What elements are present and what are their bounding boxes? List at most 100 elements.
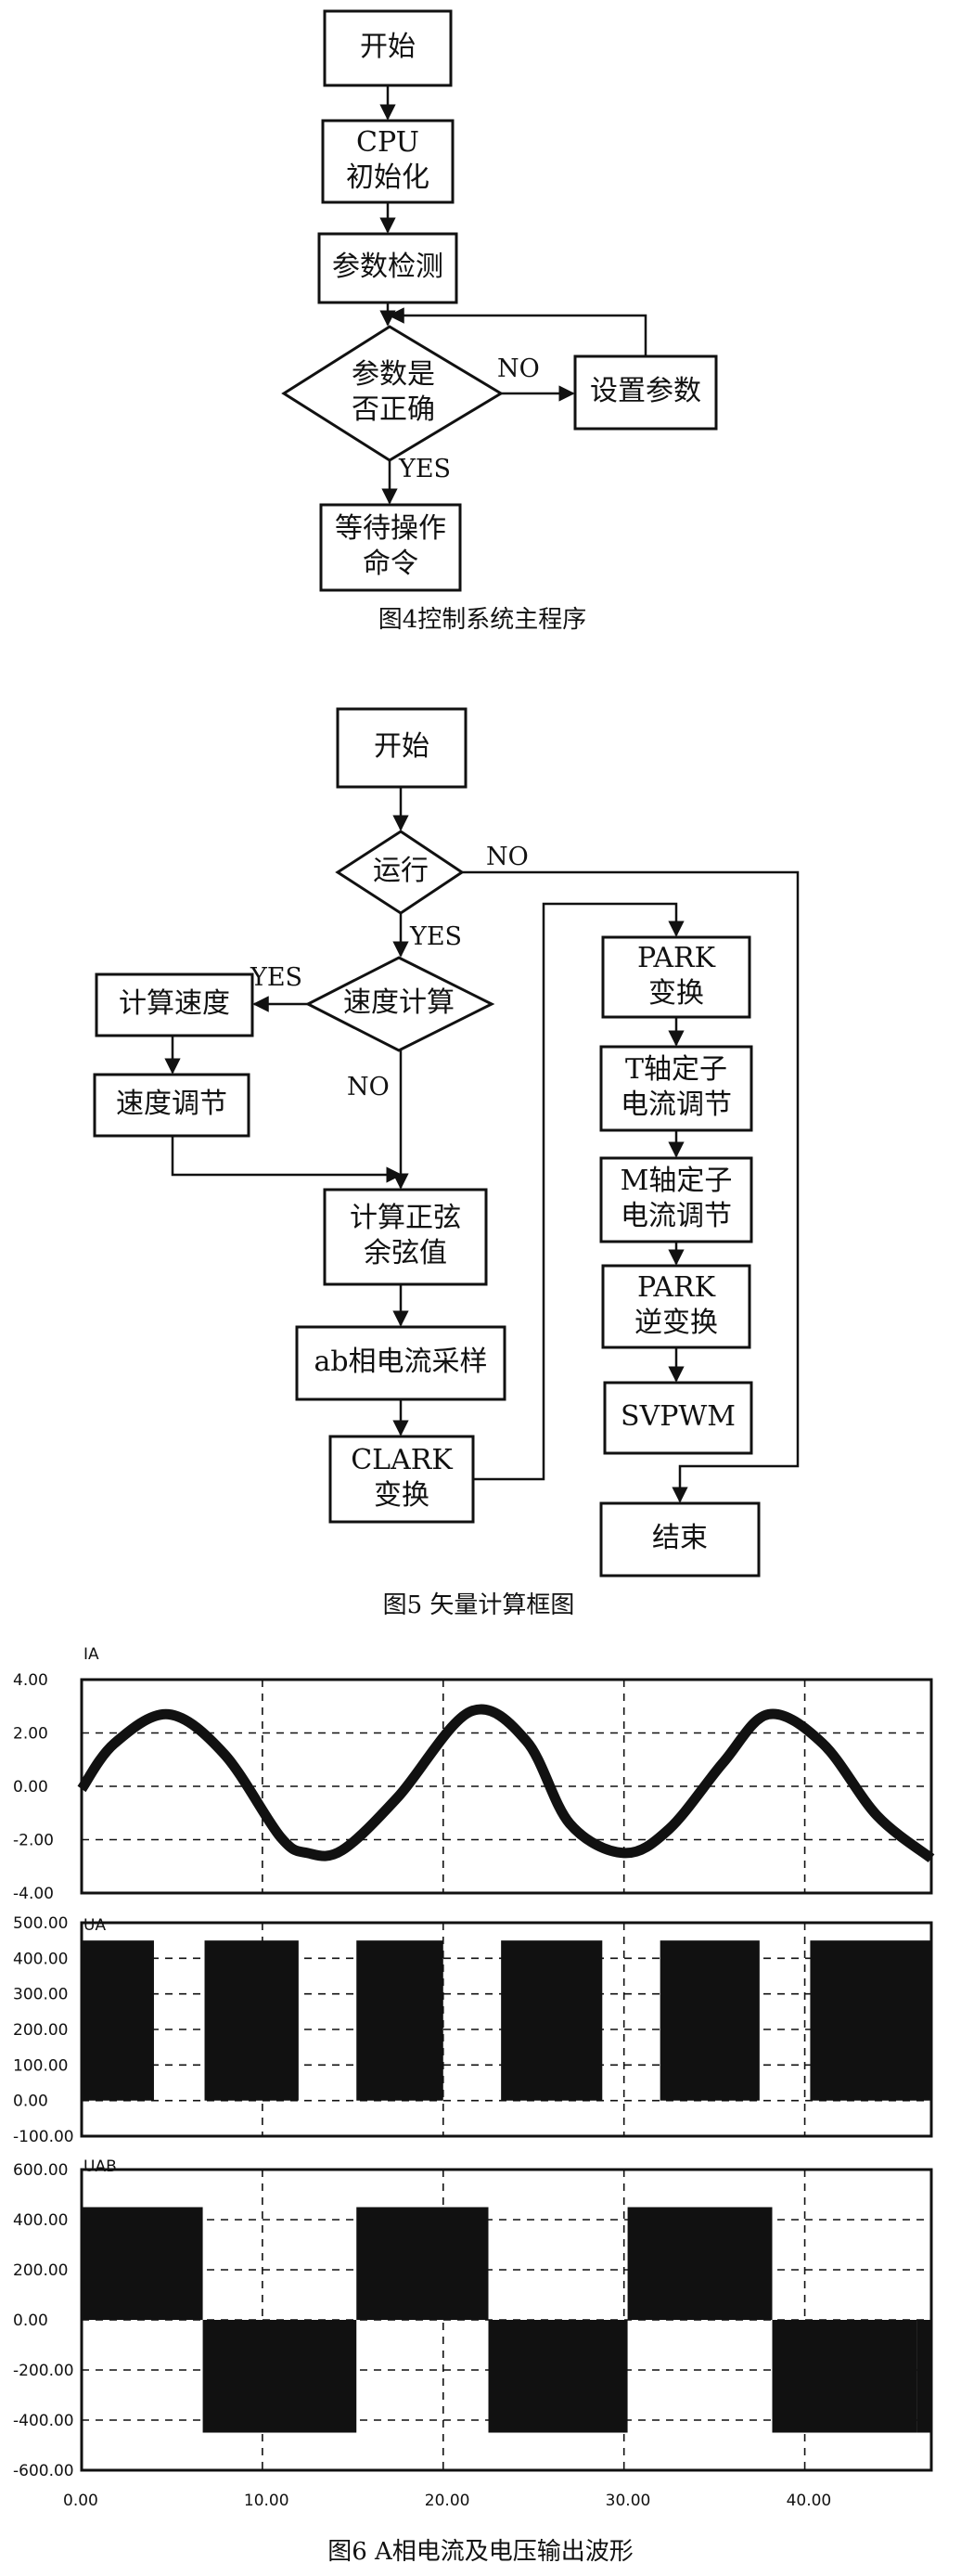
fig5-speed-yes-label: YES [250,963,302,992]
ia-current-wave [77,1704,935,1863]
fig5-sampling-box: ab相电流采样 [295,1325,506,1401]
fig5-calc-speed-label: 计算速度 [119,987,230,1020]
y-tick-label: 200.00 [13,2021,68,2040]
fig5-speed-reg-box: 速度调节 [93,1073,250,1138]
fig5-end-label: 结束 [652,1522,708,1554]
fig5-speed-calc-label: 速度计算 [343,986,455,1019]
fig5-sincos-box: 计算正弦余弦值 [323,1188,488,1286]
fig5-speed-no-label: NO [347,1073,390,1101]
fig5-flowchart: 开始 运行 速度计算 计算速度 速度调节 计算正弦余弦值 ab相电流采样 CL [93,707,800,1619]
x-tick-label: 0.00 [63,2492,98,2510]
y-tick-label: -200.00 [13,2362,74,2380]
panel-title: UAB [83,2157,117,2176]
fig5-edge-run-no-end [462,870,800,1503]
fig5-edge-speedreg-join [171,1136,403,1183]
fig5-t-axis-box: T轴定子电流调节 [599,1045,753,1132]
fig4-wait-cmd-label: 等待操作命令 [335,512,446,580]
y-tick-label: -600.00 [13,2462,74,2480]
y-tick-label: 0.00 [13,2093,48,2111]
fig5-start-label: 开始 [374,730,429,763]
x-tick-label: 20.00 [425,2492,470,2510]
fig4-param-check-diamond: 参数是否正确 [281,325,504,462]
voltage-pulse-block [82,2207,203,2320]
fig5-svpwm-box: SVPWM [603,1381,753,1455]
fig4-param-detect-label: 参数检测 [332,251,443,283]
fig4-set-param-label: 设置参数 [590,375,701,407]
fig4-start-box: 开始 [323,9,453,87]
y-tick-label: 400.00 [13,1950,68,1968]
fig5-sincos-label: 计算正弦余弦值 [350,1202,461,1269]
voltage-pulse-block [356,2207,489,2320]
voltage-pulse-block [356,1940,443,2101]
voltage-pulse-block [501,1940,603,2101]
fig4-param-check-label: 参数是否正确 [352,358,435,426]
voltage-pulse-block [488,2320,628,2433]
fig5-speed-reg-label: 速度调节 [116,1088,227,1120]
y-tick-label: -100.00 [13,2128,74,2146]
fig4-edge-set-loop [388,307,647,356]
y-tick-label: 0.00 [13,1778,48,1797]
fig4-wait-cmd-box: 等待操作命令 [319,503,462,592]
fig5-sampling-label: ab相电流采样 [314,1346,487,1378]
voltage-pulse-block [660,1940,760,2101]
fig5-edge-clark-park [473,902,685,1481]
y-tick-label: -2.00 [13,1832,54,1850]
fig4-param-detect-box: 参数检测 [317,232,458,304]
x-tick-label: 10.00 [244,2492,289,2510]
fig5-run-yes-label: YES [409,922,462,951]
voltage-pulse-block [82,1940,154,2101]
fig5-svpwm-label: SVPWM [621,1400,736,1433]
voltage-pulse-block [627,2207,773,2320]
x-tick-label: 30.00 [606,2492,651,2510]
x-tick-label: 40.00 [787,2492,832,2510]
waveform-panel-uab: UAB 600.00 400.00 200.00 0.00 -200.00 -400.00 -… [13,2157,933,2480]
y-tick-label: 200.00 [13,2261,68,2280]
fig5-calc-speed-box: 计算速度 [95,972,254,1037]
waveform-panel-ia: IA 4.00 2.00 0.00 -2.00 -4.00 [13,1645,935,1903]
fig4-no-label: NO [497,354,540,383]
y-tick-label: 500.00 [13,1914,68,1933]
voltage-pulse-block [202,2320,357,2433]
y-tick-label: -400.00 [13,2412,74,2430]
fig4-yes-label: YES [398,455,451,483]
fig5-start-box: 开始 [336,707,468,789]
voltage-pulse-block [204,1940,299,2101]
y-tick-label: 0.00 [13,2312,48,2330]
fig4-caption: 图4控制系统主程序 [378,606,587,634]
y-tick-label: 400.00 [13,2211,68,2230]
fig6-caption: 图6 A相电流及电压输出波形 [327,2538,634,2566]
fig4-start-label: 开始 [360,31,416,63]
y-tick-label: 300.00 [13,1986,68,2004]
voltage-pulse-block [810,1940,931,2101]
waveform-panel-ua: UA 500.00 400.00 300.00 200.00 100.00 0.00 -100… [13,1914,933,2146]
y-tick-label: 600.00 [13,2161,68,2180]
fig5-run-diamond: 运行 [335,830,465,915]
y-tick-label: 2.00 [13,1725,48,1744]
fig5-m-axis-label: M轴定子电流调节 [621,1165,733,1232]
y-tick-label: 4.00 [13,1671,48,1690]
voltage-pulse-block [772,2320,917,2433]
fig5-t-axis-label: T轴定子电流调节 [621,1053,732,1121]
y-tick-label: 100.00 [13,2056,68,2075]
panel-title: IA [83,1645,99,1664]
y-tick-label: -4.00 [13,1885,54,1903]
fig5-caption: 图5 矢量计算框图 [383,1591,575,1619]
panel-title: UA [83,1916,106,1935]
fig5-run-label: 运行 [373,855,429,887]
fig5-end-box: 结束 [599,1501,761,1578]
fig5-m-axis-box: M轴定子电流调节 [599,1156,753,1243]
fig5-speed-calc-diamond: 速度计算 [304,956,495,1052]
fig5-run-no-label: NO [486,843,529,871]
voltage-pulse-block [916,2320,931,2433]
